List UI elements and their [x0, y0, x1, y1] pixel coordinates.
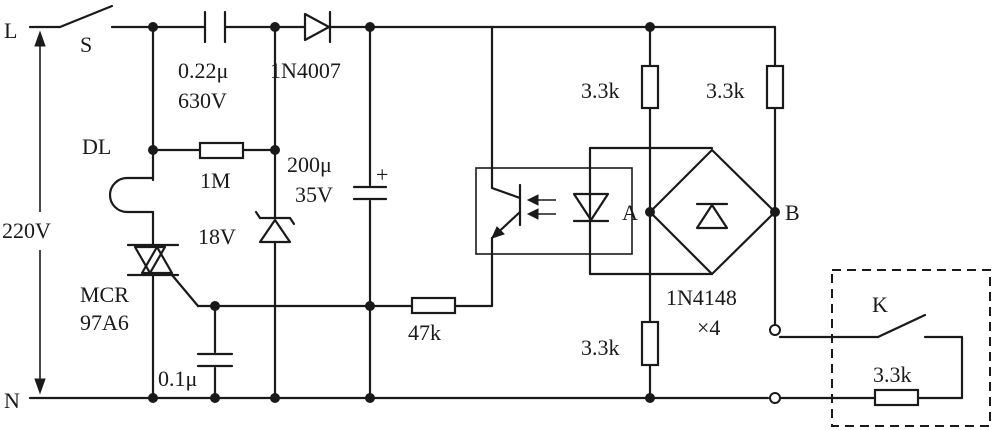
label-bridge-count: ×4	[697, 315, 720, 340]
gate-line	[196, 236, 494, 308]
label-47k: 47k	[408, 320, 441, 345]
label-switch-s: S	[80, 32, 92, 57]
resistor-3-3k-bottom	[640, 320, 660, 367]
label-triac-part: 97A6	[80, 310, 129, 335]
resistor-3-3k-top-right	[765, 64, 785, 110]
resistor-1m	[198, 141, 245, 160]
label-n: N	[4, 388, 20, 413]
label-220v: 220V	[2, 218, 51, 243]
triac-mcr97a6	[126, 243, 200, 308]
electrolytic-cap	[352, 25, 388, 400]
diode-bridge	[588, 146, 777, 276]
resistor-3-3k-top-left	[640, 64, 660, 110]
label-3-3k-bottom: 3.3k	[581, 335, 620, 360]
label-cap-value: 0.22μ	[178, 58, 228, 83]
label-plus: +	[376, 162, 388, 187]
label-cap-voltage: 630V	[178, 88, 227, 113]
diode-1n4007	[303, 10, 332, 44]
resistor-47k	[410, 296, 457, 315]
label-switch-k: K	[872, 292, 888, 317]
label-bridge-part: 1N4148	[666, 285, 737, 310]
switch-k	[778, 313, 964, 400]
label-zener: 18V	[198, 224, 236, 249]
label-bulb: DL	[82, 134, 111, 159]
voltage-arrow	[34, 30, 46, 395]
label-elec-cap-voltage: 35V	[295, 182, 333, 207]
label-cap-01: 0.1μ	[158, 366, 197, 391]
label-3-3k-top-left: 3.3k	[581, 78, 620, 103]
switch-s	[58, 4, 114, 29]
label-diode: 1N4007	[270, 58, 341, 83]
resistor-3-3k-k	[873, 388, 920, 407]
label-1m: 1M	[200, 168, 231, 193]
external-switch-box	[831, 269, 991, 427]
zener-branch	[254, 25, 296, 400]
capacitor-0-1u	[196, 304, 234, 400]
label-node-a: A	[622, 200, 638, 225]
label-node-b: B	[785, 200, 800, 225]
junction-dots	[148, 22, 780, 403]
label-3-3k-top-right: 3.3k	[706, 78, 745, 103]
optocoupler	[475, 25, 633, 255]
capacitor-0-22u	[203, 10, 227, 44]
label-3-3k-k: 3.3k	[873, 362, 912, 387]
label-triac-name: MCR	[80, 282, 129, 307]
label-elec-cap-value: 200μ	[287, 152, 332, 177]
label-l: L	[4, 18, 17, 43]
